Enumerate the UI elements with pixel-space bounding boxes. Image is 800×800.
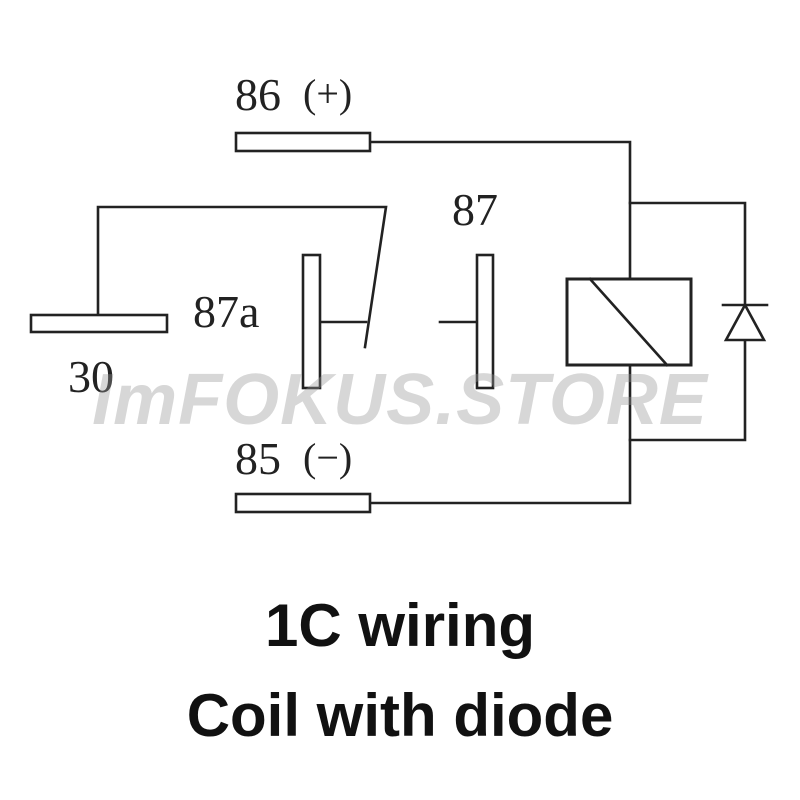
pin-87a-number: 87a	[193, 286, 259, 337]
pin-30-number: 30	[68, 351, 114, 402]
pin-87-number: 87	[452, 184, 498, 235]
pin-86-sign: (+)	[303, 71, 352, 116]
pin-85-number: 85	[235, 433, 281, 484]
pin-86-number: 86	[235, 69, 281, 120]
caption-subtitle: Coil with diode	[186, 682, 614, 749]
wire-30-to-switch-arm	[96, 205, 388, 349]
terminal-87	[475, 253, 495, 390]
terminal-86	[234, 131, 372, 153]
diode-icon	[721, 302, 769, 342]
terminal-85	[234, 492, 372, 514]
wire-diode-bottom	[628, 338, 747, 442]
wire-86-to-coil	[368, 140, 632, 280]
pin-85-sign: (−)	[303, 435, 352, 480]
caption-title: 1C wiring	[264, 592, 536, 659]
terminal-30	[29, 313, 169, 334]
wire-85-to-coil	[368, 363, 632, 505]
terminal-87a	[301, 253, 322, 390]
wire-diode-top	[628, 201, 747, 307]
relay-coil-slash	[588, 277, 669, 367]
diode-triangle	[723, 302, 767, 342]
